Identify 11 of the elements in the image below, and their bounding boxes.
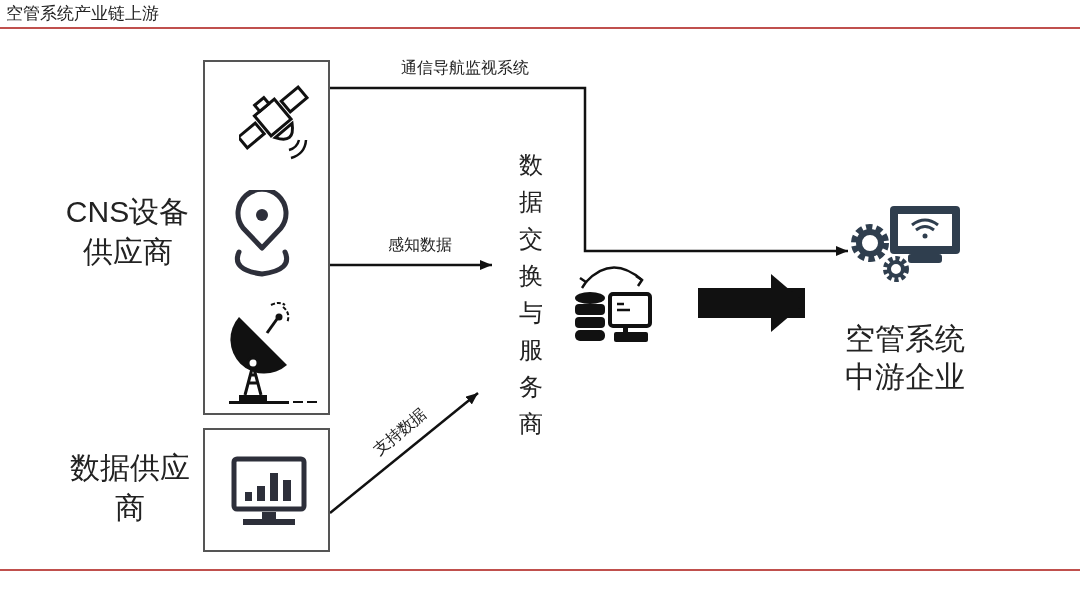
side-label: 数据供应商 [70, 450, 190, 526]
side-label: CNS设备供应商 [64, 194, 191, 270]
page-title: 空管系统产业链上游 [6, 4, 159, 24]
icon-panel [203, 428, 330, 552]
vertical-label: 数据交换与服务商 [512, 146, 550, 446]
icon-panel [203, 60, 330, 415]
arrow [330, 86, 848, 256]
arrow [329, 392, 479, 514]
node-label: 空管系统中游企业 [844, 321, 966, 395]
block-arrow [698, 274, 805, 332]
arrow [330, 260, 492, 270]
